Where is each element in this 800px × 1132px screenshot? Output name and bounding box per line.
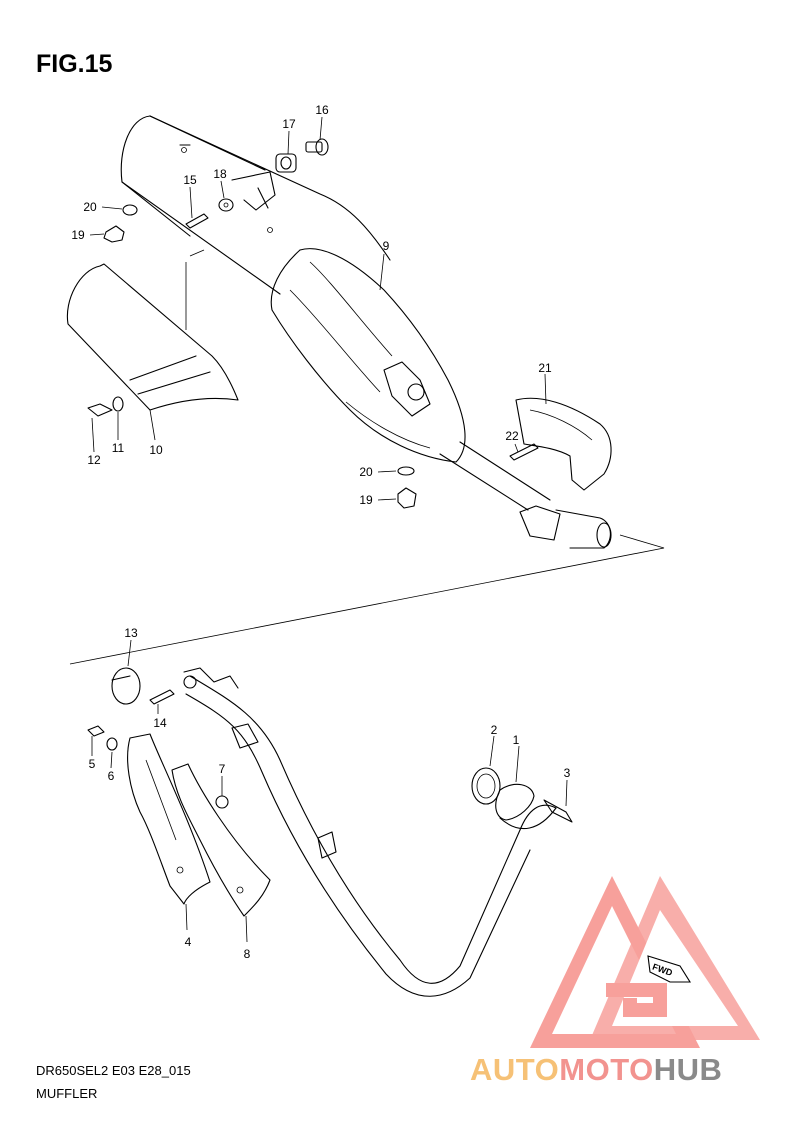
muffler-body xyxy=(120,115,612,549)
callout-17: 17 xyxy=(282,117,296,131)
callout-19-upper: 19 xyxy=(71,228,85,242)
callout-3: 3 xyxy=(564,766,571,780)
callout-6: 6 xyxy=(108,769,115,783)
callout-13: 13 xyxy=(124,626,138,640)
assembly-divider xyxy=(69,534,665,665)
callout-5: 5 xyxy=(89,757,96,771)
automotohub-logo: AUTOMOTOHUB xyxy=(470,876,760,1087)
callout-1: 1 xyxy=(513,733,520,747)
forward-arrow: FWD xyxy=(647,955,691,983)
callout-15: 15 xyxy=(183,173,197,187)
callout-14: 14 xyxy=(153,716,167,730)
heat-shield-8 xyxy=(171,723,271,917)
exhaust-pipe xyxy=(183,667,573,997)
heat-shield-21 xyxy=(515,397,612,491)
figure-title: FIG.15 xyxy=(36,50,113,78)
diagram-code: DR650SEL2 E03 E28_015 xyxy=(36,1063,191,1078)
callout-21: 21 xyxy=(538,361,552,375)
callout-20-lower: 20 xyxy=(359,465,373,479)
logo-word-moto: MOTO xyxy=(559,1052,653,1087)
callout-19-lower: 19 xyxy=(359,493,373,507)
callout-20-upper: 20 xyxy=(83,200,97,214)
logo-word-hub: HUB xyxy=(654,1052,723,1087)
callout-8: 8 xyxy=(244,947,251,961)
callout-2: 2 xyxy=(491,723,498,737)
heat-shield-10 xyxy=(66,249,239,411)
callout-16: 16 xyxy=(315,103,329,117)
callout-4: 4 xyxy=(185,935,192,949)
svg-text:AUTOMOTOHUB: AUTOMOTOHUB xyxy=(470,1052,722,1087)
callout-22: 22 xyxy=(505,429,519,443)
logo-word-auto: AUTO xyxy=(470,1052,559,1087)
callout-10: 10 xyxy=(149,443,163,457)
hardware-lower xyxy=(87,667,229,809)
callout-18: 18 xyxy=(213,167,227,181)
leader-lines xyxy=(89,116,568,943)
heat-shield-4 xyxy=(127,733,211,905)
callout-9: 9 xyxy=(383,239,390,253)
section-name: MUFFLER xyxy=(36,1086,98,1101)
callout-7: 7 xyxy=(219,762,226,776)
hardware-upper xyxy=(87,138,539,509)
callout-11: 11 xyxy=(112,441,125,455)
callout-numbers: 1 2 3 4 5 6 7 8 9 10 11 12 13 14 15 16 1… xyxy=(71,103,570,961)
callout-12: 12 xyxy=(87,453,101,467)
